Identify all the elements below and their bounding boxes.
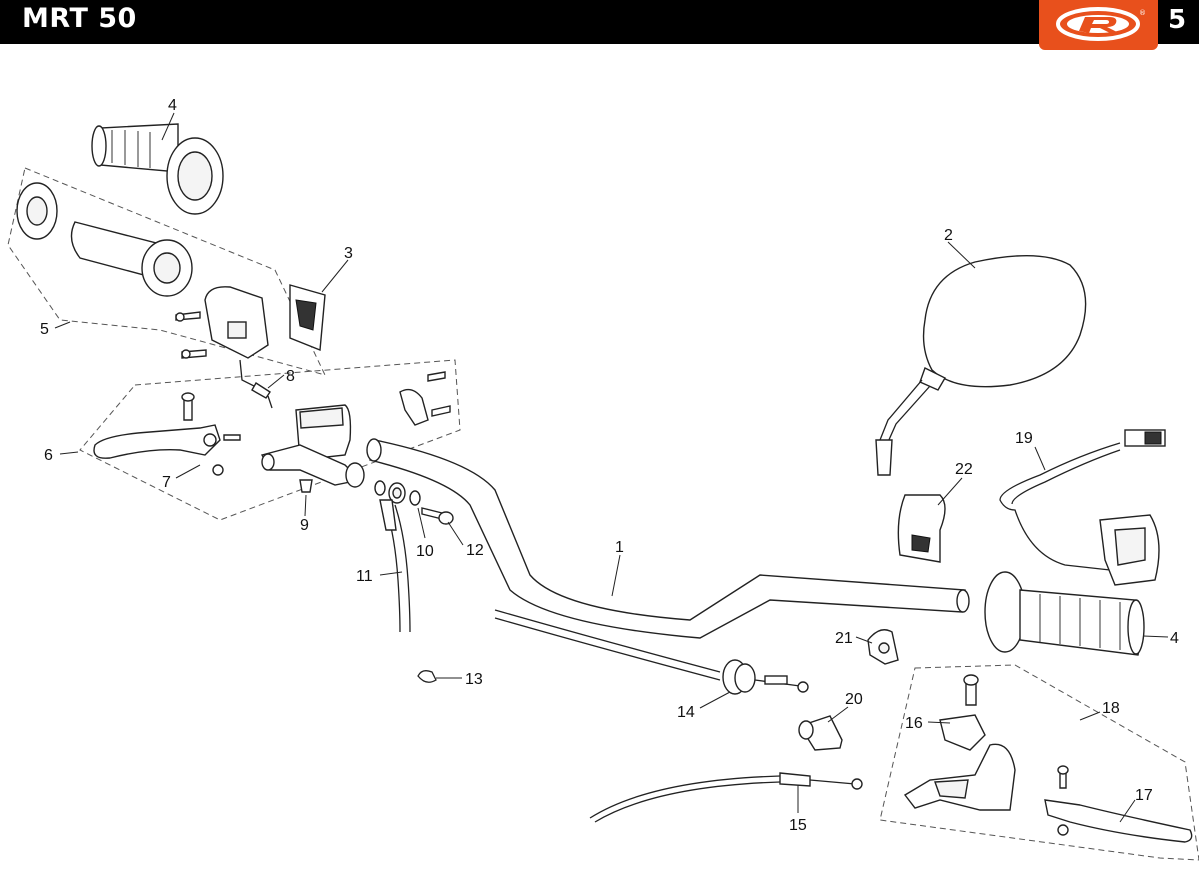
group-18-outline — [879, 664, 1199, 861]
part-2-mirror — [875, 255, 1087, 476]
callouts: 1 2 3 4 4 5 6 7 8 9 10 11 12 13 14 15 16… — [40, 97, 1179, 834]
callout-2: 2 — [944, 227, 953, 244]
callout-9: 9 — [300, 517, 309, 534]
part-9-bleed-screw — [299, 479, 313, 493]
part-22-right-switch-cover — [897, 494, 946, 563]
part-18-lever-perch — [903, 743, 1016, 811]
part-7-lever-bolt — [181, 392, 241, 476]
callout-20: 20 — [845, 691, 863, 708]
part-16-perch-clamp — [939, 674, 986, 751]
callout-4a: 4 — [168, 97, 177, 114]
callout-16: 16 — [905, 715, 923, 732]
callout-12: 12 — [466, 542, 484, 559]
part-20-cable-holder — [798, 715, 843, 751]
part-19-right-switch — [999, 429, 1166, 586]
page-number: 5 — [1168, 5, 1187, 35]
master-cylinder — [260, 404, 365, 488]
part-11-brake-hose — [379, 499, 411, 633]
svg-text:®: ® — [1139, 9, 1146, 17]
page-header: MRT 50 ® 5 — [0, 0, 1199, 50]
callout-8: 8 — [286, 368, 295, 385]
brand-logo: ® — [1039, 0, 1158, 50]
part-17-clutch-lever — [1044, 765, 1193, 843]
part-5-throttle-sleeve — [16, 182, 193, 297]
part-10-washers — [374, 480, 421, 506]
part-4-right-grip — [984, 571, 1145, 656]
callout-4b: 4 — [1170, 630, 1179, 647]
part-21-clamp — [867, 629, 899, 665]
group-5-outline — [7, 167, 326, 376]
callout-18: 18 — [1102, 700, 1120, 717]
part-4-left-grip — [91, 123, 224, 215]
screws-left-switch — [175, 311, 207, 359]
callout-15: 15 — [789, 817, 807, 834]
callout-3: 3 — [344, 245, 353, 262]
part-14-throttle-cable — [494, 609, 809, 695]
master-cylinder-clamp — [399, 371, 451, 426]
callout-21: 21 — [835, 630, 853, 647]
part-15-choke-cable — [589, 772, 863, 823]
callout-22: 22 — [955, 461, 973, 478]
part-1-handlebar — [366, 438, 970, 639]
callout-1: 1 — [615, 539, 624, 556]
part-13-clip — [417, 670, 437, 683]
callout-14: 14 — [677, 704, 695, 721]
part-12-banjo-bolt — [421, 507, 454, 525]
callout-10: 10 — [416, 543, 434, 560]
callout-17: 17 — [1135, 787, 1153, 804]
callout-7: 7 — [162, 474, 171, 491]
part-8-brake-switch — [239, 359, 273, 409]
part-6-brake-lever — [93, 424, 221, 459]
model-title: MRT 50 — [22, 3, 137, 34]
callout-11: 11 — [356, 568, 373, 585]
callout-6: 6 — [44, 447, 53, 464]
part-3-left-switch-housing — [204, 284, 326, 359]
callout-19: 19 — [1015, 430, 1033, 447]
callout-13: 13 — [465, 671, 483, 688]
callout-5: 5 — [40, 321, 49, 338]
